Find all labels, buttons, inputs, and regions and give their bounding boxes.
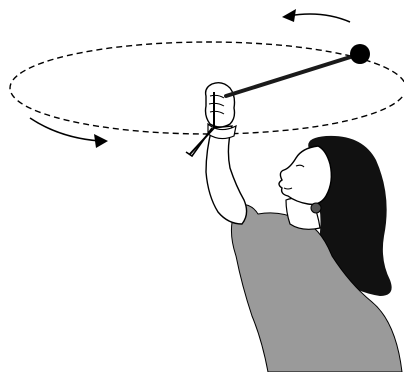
face [279, 146, 331, 204]
ball [350, 44, 370, 64]
string [226, 54, 360, 96]
curved-arrow-right-icon [30, 118, 108, 148]
raised-arm [206, 126, 247, 224]
earring [311, 203, 321, 213]
hand [206, 83, 235, 127]
curved-arrow-left-icon [282, 9, 350, 22]
